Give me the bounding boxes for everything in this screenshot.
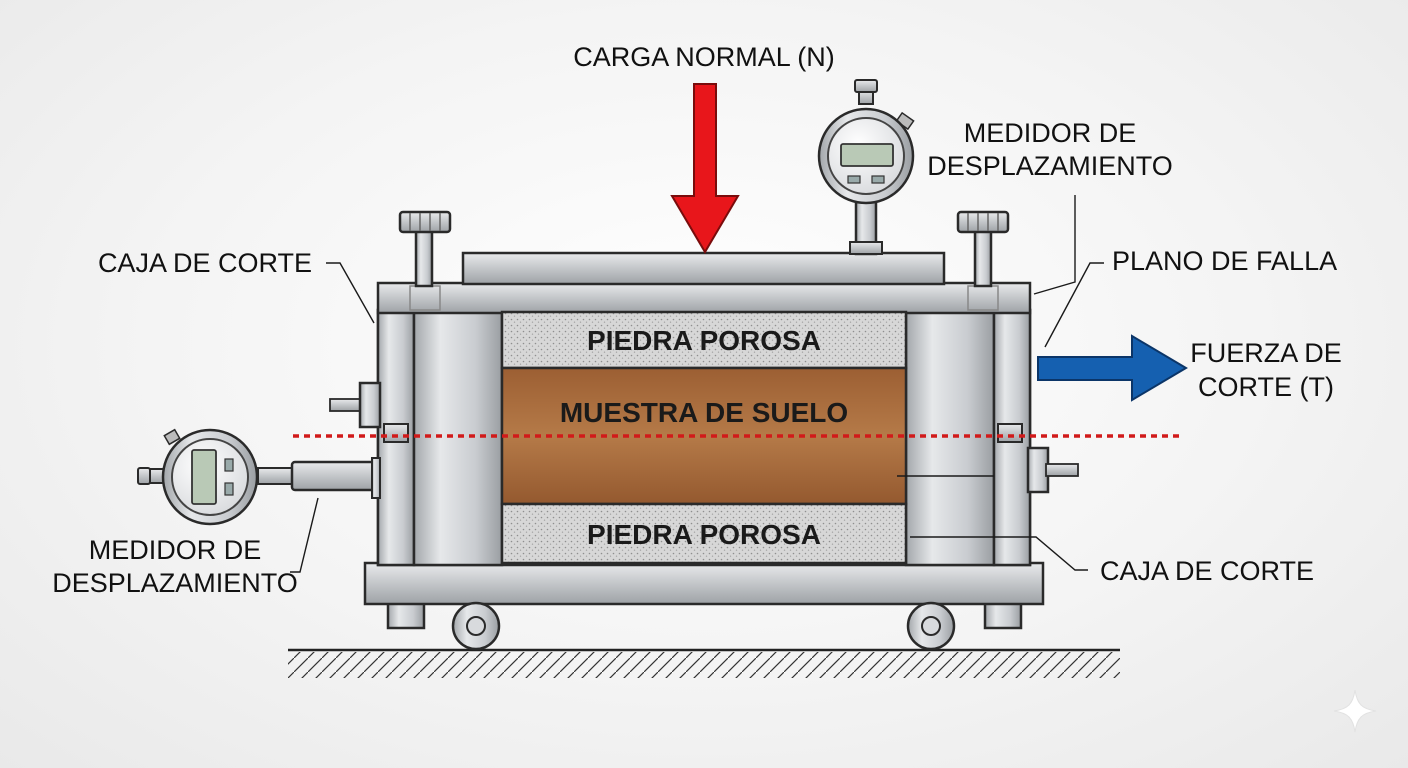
label-gauge-top-line1: MEDIDOR DE: [964, 118, 1137, 148]
ground: [288, 648, 1120, 678]
label-shear-force-line2: CORTE (T): [1198, 372, 1334, 402]
knob-right: [956, 210, 1010, 288]
sparkle-icon: [1333, 689, 1377, 733]
porous-stone-top: [500, 310, 908, 370]
label-porous-stone-bottom: PIEDRA POROSA: [587, 519, 821, 550]
label-failure-plane: PLANO DE FALLA: [1112, 246, 1337, 276]
dial-gauge-top: [817, 79, 915, 256]
label-porous-stone-top: PIEDRA POROSA: [587, 325, 821, 356]
label-soil-sample: MUESTRA DE SUELO: [560, 397, 848, 428]
label-shear-box-right: CAJA DE CORTE: [1100, 556, 1314, 586]
left-fittings: [329, 381, 409, 443]
porous-stone-bottom: [500, 502, 908, 565]
leader-lines: [290, 195, 1104, 573]
dial-gauge-left: [137, 428, 381, 526]
label-gauge-left-line2: DESPLAZAMIENTO: [52, 568, 298, 598]
roller-right: [906, 601, 956, 651]
label-shear-force-line1: FUERZA DE: [1190, 338, 1342, 368]
shear-force-arrow: [1037, 334, 1188, 402]
right-fittings: [997, 423, 1079, 494]
knob-left: [398, 210, 452, 288]
label-gauge-left-line1: MEDIDOR DE: [89, 535, 262, 565]
roller-left: [451, 601, 501, 651]
label-gauge-top-line2: DESPLAZAMIENTO: [927, 151, 1173, 181]
normal-load-arrow: [670, 83, 740, 254]
label-normal-load: CARGA NORMAL (N): [573, 42, 835, 72]
label-shear-box-left: CAJA DE CORTE: [98, 248, 312, 278]
